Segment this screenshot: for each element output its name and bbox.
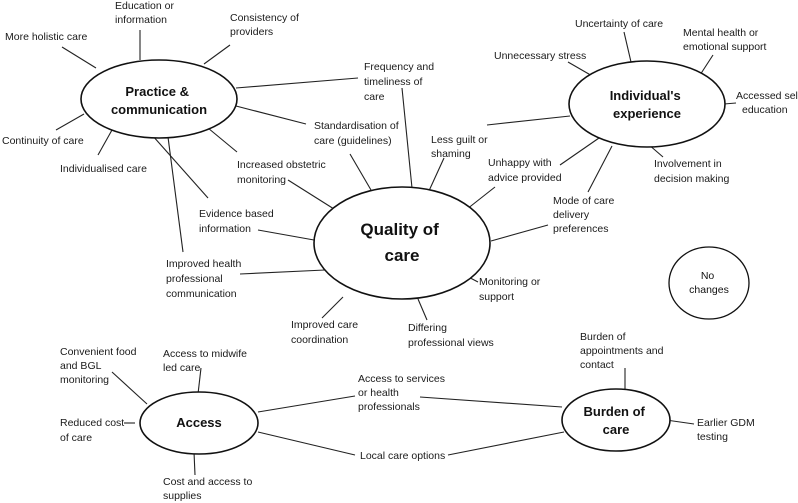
edge-practice-evidence [151, 134, 209, 199]
label-obstetric: Increased obstetric monitoring [237, 159, 329, 186]
edge-quality-mode [490, 224, 549, 242]
edge-quality-evidence [257, 229, 315, 241]
quality-hub [313, 186, 491, 300]
edge-quality-coordination [321, 296, 344, 319]
label-reduced-cost: Reduced cost of care [60, 417, 127, 444]
hub-nodes [80, 59, 750, 455]
label-convenient-food: Convenient food and BGL monitoring [60, 346, 139, 386]
label-local-care: Local care options [360, 450, 445, 462]
access-hub-label: Access [176, 415, 222, 430]
experience-hub-label: Individual's experience [610, 88, 685, 121]
edge-access-supplies [193, 451, 196, 476]
access-hub [139, 391, 259, 455]
label-access-services: Access to services or health professiona… [358, 373, 448, 413]
edge-practice-standardisation [235, 105, 307, 125]
label-hp-communication: Improved health professional communicati… [166, 258, 244, 300]
edge-experience-unhappy [559, 137, 600, 166]
label-less-guilt: Less guilt or shaming [431, 134, 491, 160]
edge-quality-standardisation [349, 153, 372, 191]
label-earlier-gdm: Earlier GDM testing [697, 417, 758, 443]
label-midwife: Access to midwife led care [163, 348, 250, 374]
edge-experience-mental [699, 54, 714, 76]
edge-experience-self-education [723, 102, 737, 105]
edge-practice-individualised [97, 129, 113, 156]
label-frequency: Frequency and timeliness of care [364, 61, 437, 103]
edge-practice-continuity [55, 113, 85, 131]
no-changes-hub-label: No changes [689, 270, 729, 296]
edge-practice-communication [167, 136, 184, 253]
edge-experience-guilt [486, 115, 571, 126]
quality-hub-label: Quality of care [360, 220, 443, 265]
edge-practice-holistic [61, 46, 97, 69]
experience-hub [568, 60, 726, 148]
edge-access-local [257, 431, 356, 456]
label-monitoring-support: Monitoring or support [479, 276, 543, 303]
label-decision-making: Involvement in decision making [654, 158, 729, 185]
edge-practice-consistency [203, 44, 231, 65]
label-differing: Differing professional views [408, 322, 494, 349]
label-appointments: Burden of appointments and contact [580, 331, 666, 371]
practice-hub [80, 59, 238, 139]
edge-practice-frequency [235, 77, 359, 89]
edge-access-food [111, 371, 148, 405]
edge-quality-differing [417, 298, 428, 321]
practice-hub-label: Practice & communication [111, 84, 207, 117]
burden-hub [561, 388, 671, 452]
label-uncertainty: Uncertainty of care [575, 18, 663, 30]
burden-hub-label: Burden of care [583, 404, 648, 437]
label-unhappy: Unhappy with advice provided [488, 157, 562, 184]
hub-labels: Practice & communication Individual's ex… [111, 84, 729, 437]
label-self-education: Accessed self- education [736, 90, 798, 116]
edge-quality-frequency [401, 87, 413, 189]
no-changes-hub [668, 246, 750, 320]
edge-burden-services [419, 396, 563, 408]
label-cost-supplies: Cost and access to supplies [163, 476, 255, 502]
label-consistency: Consistency of providers [230, 12, 302, 38]
label-coordination: Improved care coordination [291, 319, 361, 346]
label-continuity: Continuity of care [2, 135, 84, 147]
label-unnecessary-stress: Unnecessary stress [494, 50, 586, 62]
label-education: Education or information [115, 0, 177, 26]
edge-access-midwife [197, 367, 202, 395]
edge-burden-local [447, 431, 565, 456]
label-evidence: Evidence based information [199, 208, 277, 235]
edge-quality-communication [239, 269, 326, 275]
label-mental-health: Mental health or emotional support [683, 27, 767, 53]
label-more-holistic: More holistic care [5, 31, 87, 43]
edge-experience-mode [587, 145, 613, 193]
edge-quality-guilt [427, 157, 445, 194]
edge-experience-uncertainty [623, 31, 632, 63]
edge-quality-obstetric [287, 179, 335, 210]
edge-practice-obstetric [207, 127, 238, 153]
label-individualised: Individualised care [60, 163, 147, 175]
edge-access-services [257, 395, 356, 413]
label-mode-delivery: Mode of care delivery preferences [553, 195, 617, 235]
label-standardisation: Standardisation of care (guidelines) [314, 120, 402, 147]
